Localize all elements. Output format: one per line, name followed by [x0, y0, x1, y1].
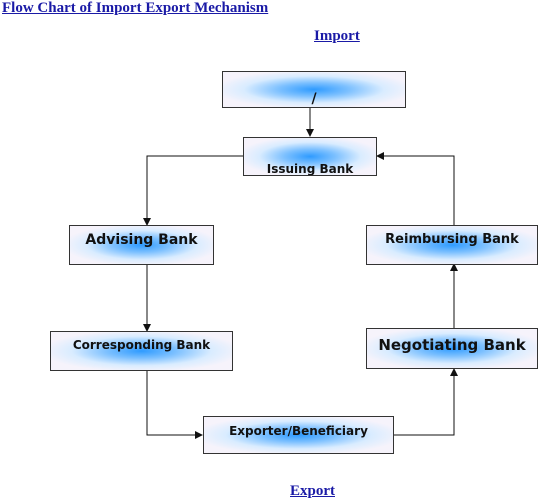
- arrow-issuing-to-advising: [143, 155, 243, 226]
- reimbursing-bank-label: Reimbursing Bank: [385, 232, 519, 247]
- arrow-reimbursing-to-issuing: [376, 152, 455, 225]
- diagram-title[interactable]: Flow Chart of Import Export Mechanism: [2, 0, 269, 16]
- issuing-bank-box[interactable]: Issuing Bank: [243, 137, 377, 176]
- exporter-beneficiary-box[interactable]: Exporter/Beneficiary: [203, 416, 394, 454]
- import-label[interactable]: Import: [314, 28, 360, 44]
- negotiating-bank-label: Negotiating Bank: [378, 336, 526, 354]
- arrow-corresponding-to-exporter: [146, 370, 203, 439]
- corresponding-bank-label: Corresponding Bank: [72, 338, 211, 352]
- export-label[interactable]: Export: [290, 483, 335, 499]
- applicant-box[interactable]: /: [222, 71, 406, 108]
- issuing-bank-label: Issuing Bank: [266, 162, 354, 176]
- arrow-exporter-to-negotiating: [394, 368, 458, 436]
- negotiating-bank-box[interactable]: Negotiating Bank: [366, 328, 538, 369]
- applicant-label: /: [311, 91, 317, 107]
- exporter-beneficiary-label: Exporter/Beneficiary: [229, 424, 368, 438]
- corresponding-bank-box[interactable]: Corresponding Bank: [50, 331, 233, 371]
- reimbursing-bank-box[interactable]: Reimbursing Bank: [366, 225, 538, 265]
- advising-bank-box[interactable]: Advising Bank: [69, 225, 214, 265]
- advising-bank-label: Advising Bank: [85, 232, 198, 248]
